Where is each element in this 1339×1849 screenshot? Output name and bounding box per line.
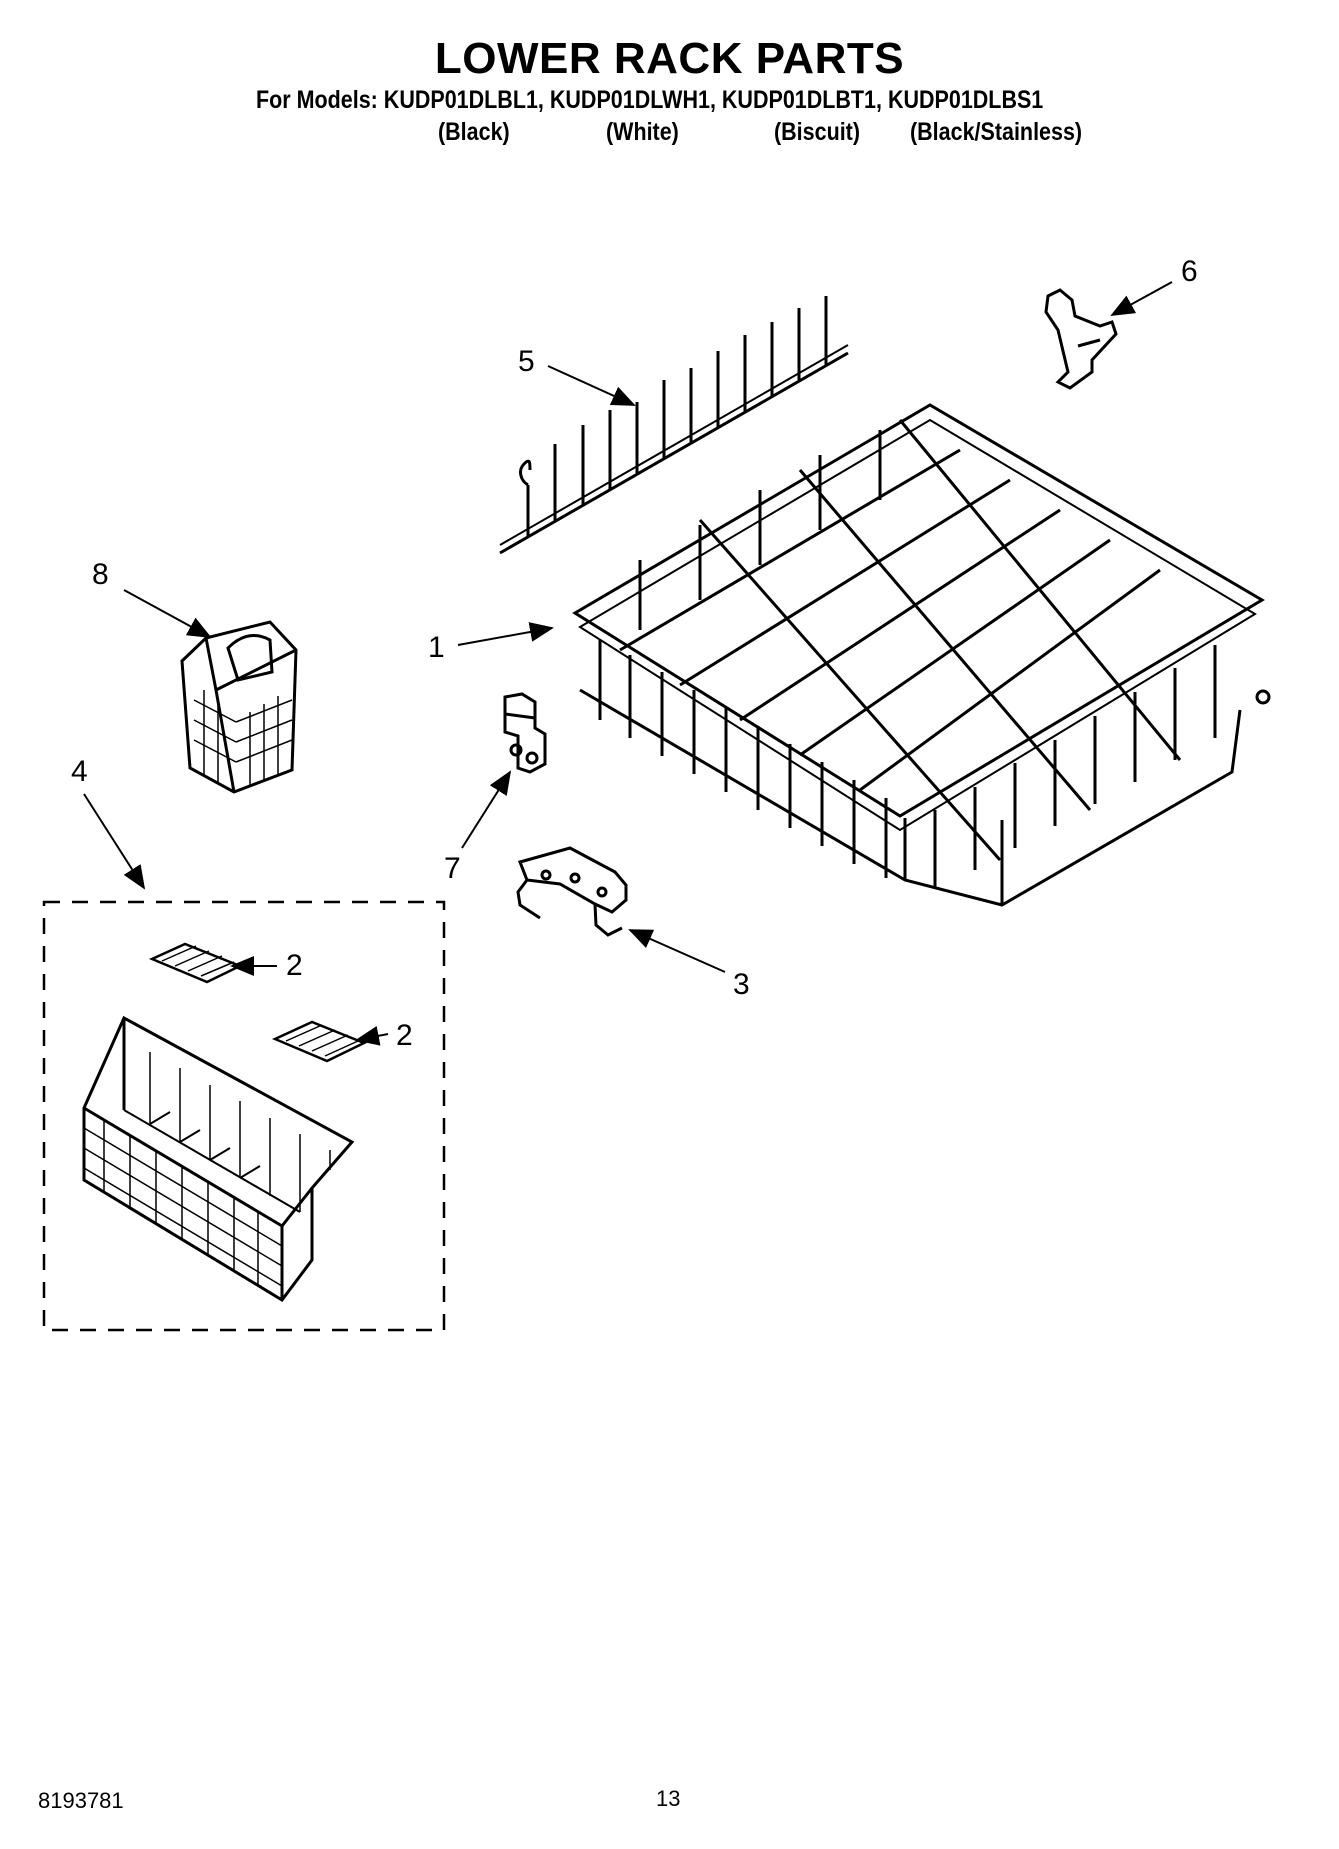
callout-3: 3 (733, 968, 750, 1001)
part-2-cover-a (148, 942, 244, 984)
models-line: For Models: KUDP01DLBL1, KUDP01DLWH1, KU… (256, 86, 1044, 114)
page-title: LOWER RACK PARTS (434, 34, 905, 83)
part-7-roller-bracket (503, 692, 547, 774)
doc-number: 8193781 (38, 1788, 124, 1813)
part-5-tine-row (499, 296, 849, 555)
part-4-kit-box (42, 900, 446, 1332)
variant-white: (White) (606, 118, 679, 146)
part-1-lower-rack (572, 403, 1271, 907)
callout-5: 5 (518, 345, 535, 378)
variant-black: (Black) (438, 118, 510, 146)
leader-lines (83, 281, 1173, 1046)
part-4-silverware-basket (82, 1015, 355, 1302)
callout-2a: 2 (286, 949, 303, 982)
callout-7: 7 (444, 852, 461, 885)
callout-8: 8 (92, 558, 109, 591)
part-3-wheel-assembly (516, 846, 628, 937)
variant-biscuit: (Biscuit) (774, 118, 860, 146)
part-8-small-basket (180, 620, 298, 794)
callout-1: 1 (428, 631, 445, 664)
callout-4: 4 (71, 755, 88, 788)
variant-black-stainless: (Black/Stainless) (910, 118, 1083, 146)
part-2-cover-b (271, 1020, 368, 1063)
callout-2b: 2 (396, 1019, 413, 1052)
part-6-clip (1044, 288, 1118, 390)
page-number: 13 (656, 1786, 681, 1811)
callout-6: 6 (1181, 255, 1198, 288)
